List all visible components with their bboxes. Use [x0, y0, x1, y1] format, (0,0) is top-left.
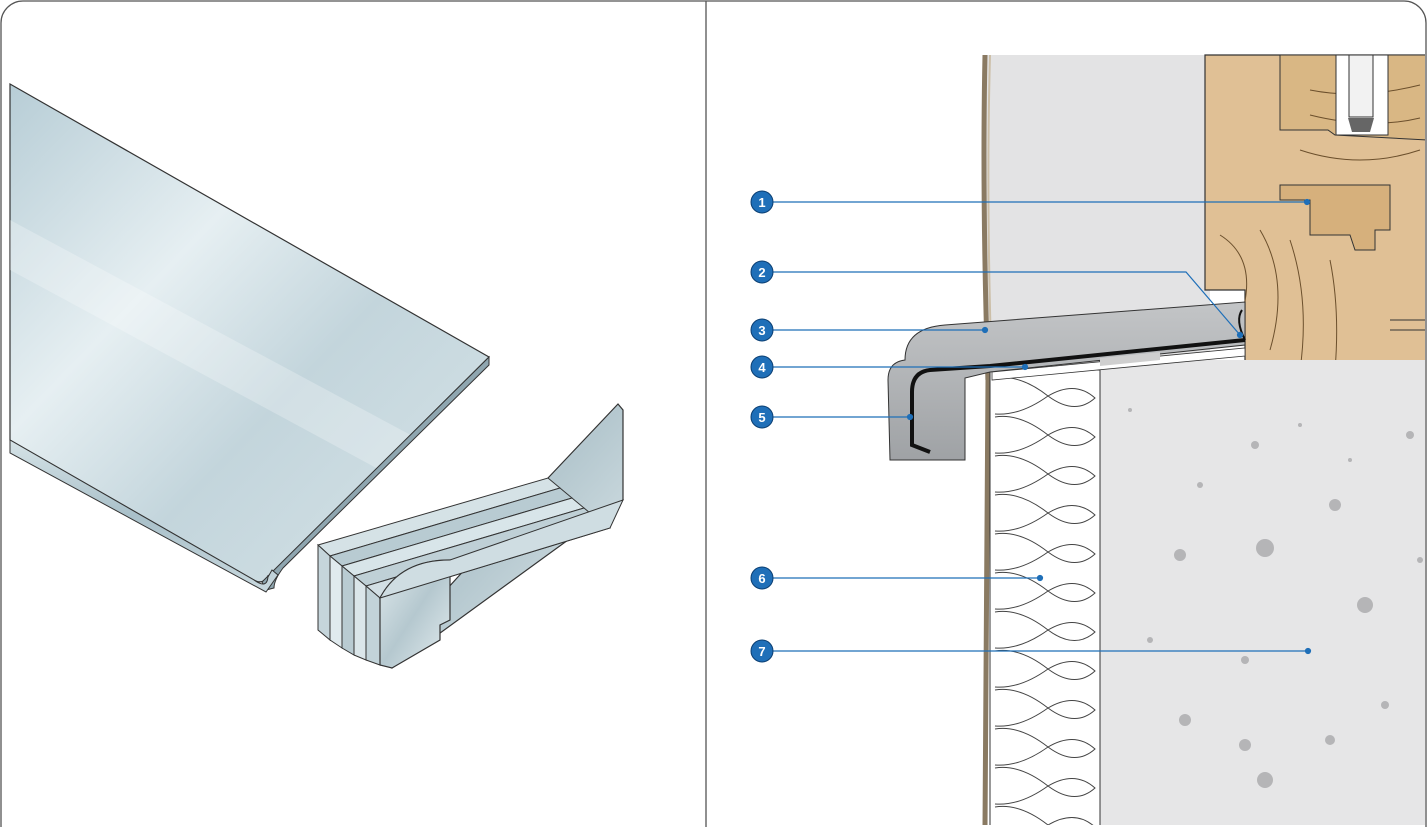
callout-4: 4: [750, 355, 774, 379]
insulation-loop: [994, 688, 1096, 727]
insulation-loop: [994, 805, 1094, 825]
callout-5: 5: [750, 405, 774, 429]
callout-4-label: 4: [758, 360, 766, 375]
insulation-loop: [994, 493, 1096, 532]
callout-7-label: 7: [758, 644, 765, 659]
insulation-loop: [994, 610, 1096, 649]
callout-7: 7: [750, 639, 774, 663]
window-sill-section: [887, 301, 1246, 461]
callout-6-label: 6: [758, 571, 765, 586]
sill-profile: [9, 82, 490, 593]
callout-badges: 1 2 3 4 5 6 7: [750, 190, 774, 663]
insulation-loop: [994, 649, 1096, 688]
insulation-loop: [994, 766, 1096, 805]
callout-5-label: 5: [758, 410, 765, 425]
callout-2: 2: [750, 260, 774, 284]
callout-3: 3: [750, 318, 774, 342]
sill-and-endcap-illustration: [9, 82, 624, 669]
callout-1: 1: [750, 190, 774, 214]
concrete-wall: [1099, 360, 1425, 825]
insulation-loop: [994, 454, 1096, 493]
callout-3-label: 3: [758, 323, 765, 338]
callout-6: 6: [750, 566, 774, 590]
callout-2-label: 2: [758, 265, 765, 280]
leader-2: [762, 271, 1241, 336]
insulation-loop: [994, 727, 1096, 766]
insulation-loop: [994, 571, 1096, 610]
insulation-loop: [994, 415, 1096, 454]
callout-1-label: 1: [758, 195, 765, 210]
insulation-loop: [994, 532, 1096, 571]
insulation-layer: [989, 369, 1101, 825]
callout-leaders: [762, 198, 1312, 655]
insulation-loop: [994, 376, 1096, 415]
window-frame-wood: [1204, 54, 1425, 381]
end-cap: [317, 403, 624, 669]
sill-cross-section-diagram: [887, 54, 1425, 825]
